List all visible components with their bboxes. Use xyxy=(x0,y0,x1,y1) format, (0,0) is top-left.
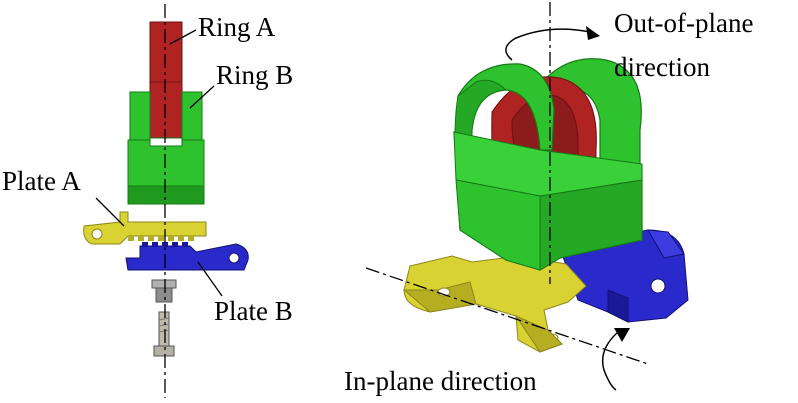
plate-a-assembled xyxy=(402,255,587,353)
in-plane-rotation-arrow xyxy=(601,328,630,391)
plate-b-assembled xyxy=(559,229,689,323)
plate-a-part xyxy=(83,211,207,245)
screw-part xyxy=(153,311,175,357)
ring-b-part xyxy=(127,91,205,205)
label-plate-a: Plate A xyxy=(2,166,81,196)
plate-b-part xyxy=(125,242,249,271)
ring-b-assembled xyxy=(453,58,643,271)
bushing-part xyxy=(151,279,177,303)
exploded-view: Ring A Ring B Plate A Plate B xyxy=(2,4,293,398)
assembled-view: Out-of-plane direction In-plane directio… xyxy=(344,2,753,396)
label-out-of-plane-line2: direction xyxy=(614,52,710,82)
leader-plate-a xyxy=(95,197,125,227)
leader-plate-b xyxy=(197,261,223,297)
ring-a-part xyxy=(149,21,183,143)
label-out-of-plane-line1: Out-of-plane xyxy=(614,8,753,38)
label-ring-a: Ring A xyxy=(198,12,276,42)
label-ring-b: Ring B xyxy=(216,60,293,90)
leader-ring-a xyxy=(169,29,197,45)
leader-ring-b xyxy=(189,85,215,109)
out-of-plane-rotation-arrow xyxy=(505,26,600,61)
label-in-plane: In-plane direction xyxy=(344,366,537,396)
label-plate-b: Plate B xyxy=(214,296,293,326)
